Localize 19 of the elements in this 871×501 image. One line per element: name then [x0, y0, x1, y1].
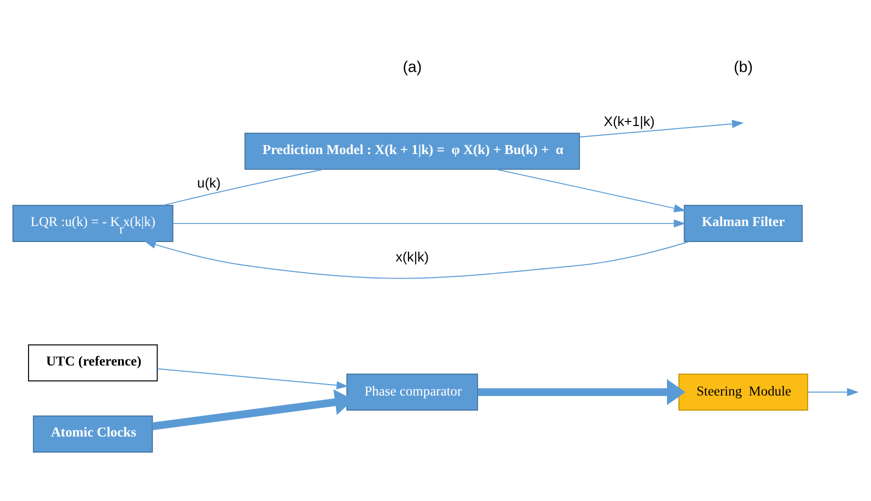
- arrow: [807, 388, 859, 396]
- edge-label: u(k): [197, 176, 221, 191]
- node-box: UTC (reference): [28, 344, 158, 382]
- arrow: [579, 120, 744, 138]
- label: (a): [402, 59, 422, 76]
- edge-label: X(k+1|k): [604, 114, 655, 130]
- arrow: [156, 368, 348, 390]
- connector: [162, 168, 324, 206]
- node-box: Kalman Filter: [684, 204, 803, 242]
- node-box: Atomic Clocks: [32, 416, 153, 453]
- arrow: [496, 168, 686, 212]
- label: (b): [734, 59, 753, 76]
- node-box: Phase comparator: [346, 374, 478, 411]
- arrow: [144, 240, 690, 279]
- node-box: Steering Module: [678, 374, 808, 411]
- arrow: [478, 379, 686, 406]
- node-box: Prediction Model : X(k + 1|k) = φ X(k) + Bu(k) + α: [244, 132, 580, 170]
- arrow: [172, 219, 686, 228]
- edge-label: x(k|k): [396, 250, 429, 265]
